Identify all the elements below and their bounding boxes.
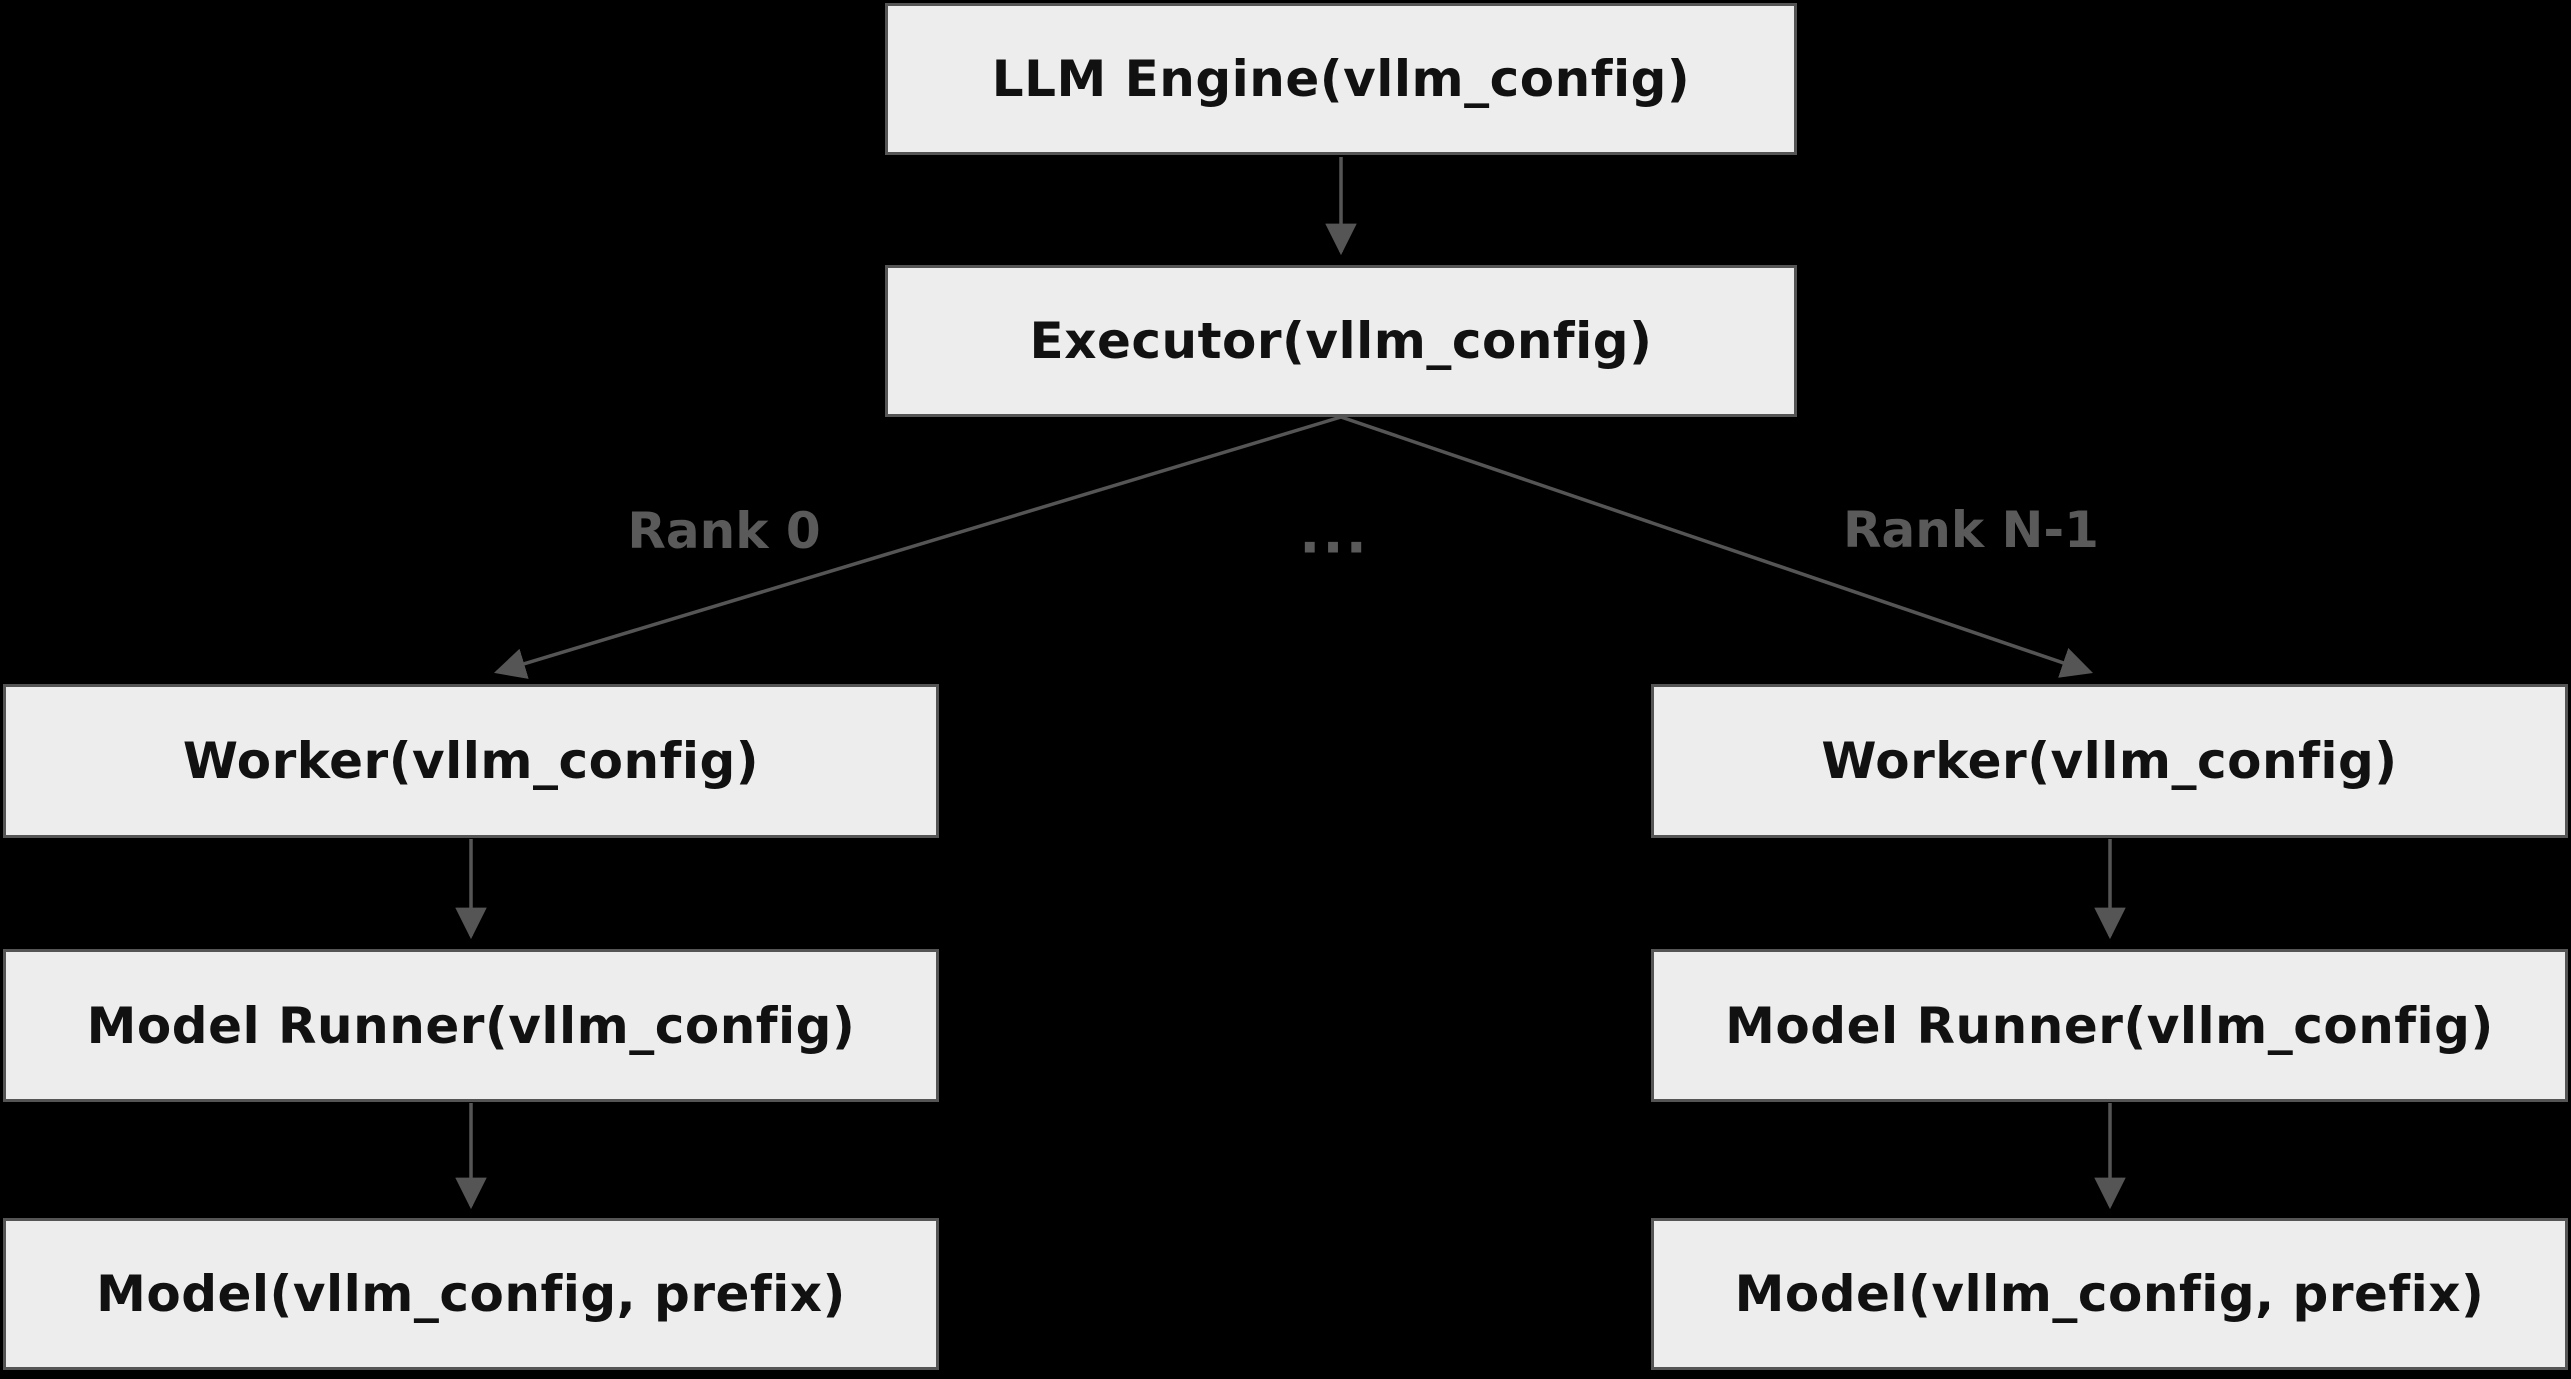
edge-label-rank-0: Rank 0	[627, 502, 821, 560]
node-worker-rank-n-1: Worker(vllm_config)	[1651, 684, 2568, 838]
node-model-rank-n-1: Model(vllm_config, prefix)	[1651, 1218, 2568, 1370]
node-executor: Executor(vllm_config)	[885, 265, 1797, 417]
node-worker-rank-0: Worker(vllm_config)	[3, 684, 939, 838]
arrow-executor-to-worker-left	[493, 415, 1342, 679]
edge-label-ellipsis: ...	[1299, 501, 1369, 567]
node-llm-engine: LLM Engine(vllm_config)	[885, 3, 1797, 155]
node-model-rank-0: Model(vllm_config, prefix)	[3, 1218, 939, 1370]
node-model-runner-rank-0: Model Runner(vllm_config)	[3, 949, 939, 1102]
edge-label-rank-n-1: Rank N-1	[1843, 501, 2099, 559]
node-model-runner-rank-n-1: Model Runner(vllm_config)	[1651, 949, 2568, 1102]
